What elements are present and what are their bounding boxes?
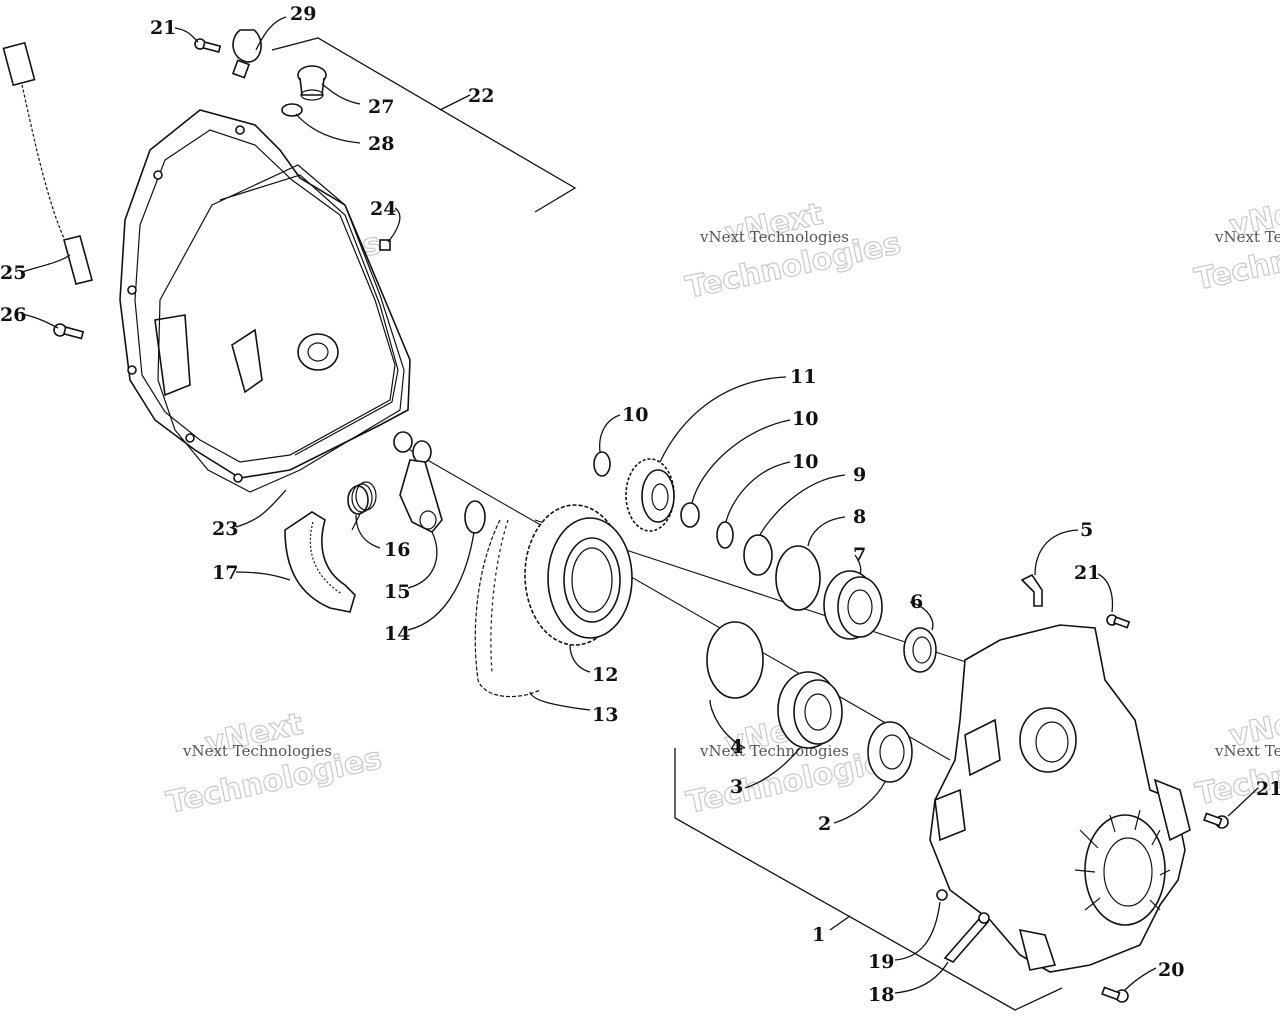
- bolt-right-mid: [1203, 812, 1229, 829]
- circlip-2: [680, 502, 700, 528]
- callout-26: 26: [0, 304, 26, 326]
- tensioner-pad: [284, 511, 356, 613]
- tensioner-arm: [393, 431, 443, 533]
- group-bracket-22: [271, 37, 577, 213]
- large-sprocket: [524, 504, 633, 646]
- bolt-bottom: [1101, 986, 1129, 1003]
- bolt-right-top: [1106, 614, 1131, 629]
- group-bracket-1: [674, 748, 1063, 1011]
- lower-bearing: [777, 671, 843, 749]
- leader-1: [829, 915, 851, 931]
- plug-o-ring: [281, 103, 303, 117]
- callout-8: 8: [853, 506, 866, 528]
- callout-22: 22: [468, 85, 494, 107]
- callout-29: 29: [290, 3, 316, 25]
- callout-2: 2: [818, 813, 831, 835]
- callout-5: 5: [1080, 519, 1093, 541]
- watermark-caption: vNext Technologies: [182, 742, 332, 760]
- lower-seal: [867, 721, 913, 783]
- callout-23: 23: [212, 518, 238, 540]
- callout-17: 17: [212, 562, 238, 584]
- callout-6: 6: [910, 591, 923, 613]
- snap-ring: [464, 500, 486, 534]
- callout-9: 9: [853, 464, 866, 486]
- elbow-fitting: [1020, 573, 1043, 607]
- drive-chain: [474, 519, 541, 698]
- cover-gasket: [157, 164, 405, 493]
- callout-21-right-top: 21: [1074, 562, 1100, 584]
- watermark-caption: vNext Technologies: [699, 228, 849, 246]
- large-o-ring: [775, 545, 821, 611]
- lower-o-ring: [706, 621, 764, 699]
- watermark-caption: vNext Technologies: [699, 742, 849, 760]
- bolt-left: [53, 323, 85, 340]
- callout-10-a: 10: [622, 404, 648, 426]
- dipstick: [943, 912, 990, 963]
- assembly-axis: [409, 449, 951, 761]
- sensor-cable: [2, 41, 93, 285]
- callout-15: 15: [384, 581, 410, 603]
- leader-22: [439, 94, 471, 111]
- watermark-caption: vNext Technologies: [1214, 742, 1280, 760]
- callout-10-b: 10: [792, 408, 818, 430]
- small-fastener: [379, 239, 391, 251]
- callout-24: 24: [370, 198, 396, 220]
- callout-12: 12: [592, 664, 618, 686]
- callout-7: 7: [853, 544, 866, 566]
- hose-clamp: [231, 29, 262, 79]
- bolt-top-left: [194, 38, 222, 54]
- callout-16: 16: [384, 539, 410, 561]
- drain-plug: [297, 65, 327, 101]
- callout-4: 4: [730, 736, 743, 758]
- small-sprocket: [625, 458, 675, 532]
- callout-1: 1: [812, 924, 825, 946]
- callout-25: 25: [0, 262, 26, 284]
- small-nut: [936, 889, 948, 901]
- callout-20: 20: [1158, 959, 1184, 981]
- callout-21-right-mid: 21: [1256, 778, 1280, 800]
- callout-18: 18: [868, 984, 894, 1006]
- callout-labels: 21 29 22 27 28 24 25 26 23 17 16 15 14 1…: [0, 3, 1280, 1006]
- leader-lines: [21, 16, 1259, 994]
- callout-27: 27: [368, 96, 394, 118]
- watermark-caption: vNext Technologies: [1214, 228, 1280, 246]
- callout-21: 21: [150, 17, 176, 39]
- callout-3: 3: [730, 776, 743, 798]
- circlip-1: [593, 451, 611, 477]
- callout-10-c: 10: [792, 451, 818, 473]
- cover-housing: [119, 109, 411, 483]
- circlip-3: [716, 521, 734, 549]
- callout-11: 11: [790, 366, 816, 388]
- callout-19: 19: [868, 951, 894, 973]
- washer: [743, 534, 773, 576]
- callout-28: 28: [368, 133, 394, 155]
- upper-bearing: [823, 570, 883, 640]
- upper-seal: [903, 627, 937, 673]
- chaincase-housing: [929, 624, 1191, 973]
- torsion-spring: [347, 481, 377, 531]
- callout-14: 14: [384, 623, 410, 645]
- callout-13: 13: [592, 704, 618, 726]
